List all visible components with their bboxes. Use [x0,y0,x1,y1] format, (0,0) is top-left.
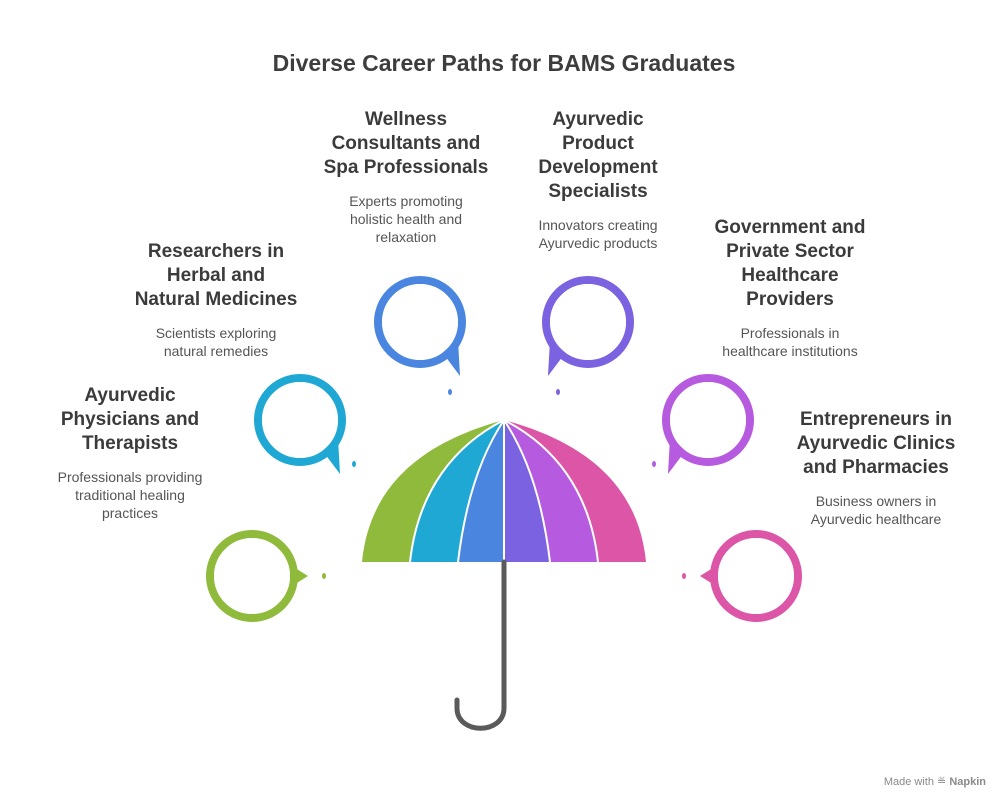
career-heading-2: Researchers in Herbal and Natural Medici… [134,241,298,310]
career-label-1: Ayurvedic Physicians and Therapists Prof… [40,384,220,522]
career-heading-1: Ayurvedic Physicians and Therapists [60,385,200,454]
career-label-3: Wellness Consultants and Spa Professiona… [316,108,496,246]
footer-brand: Napkin [949,776,986,788]
canopy-segment-4 [504,420,550,562]
canopy-segment-5 [504,420,598,562]
speech-bubble-icon [206,530,326,622]
career-description-4: Innovators creating Ayurvedic products [538,217,658,251]
career-heading-4: Ayurvedic Product Development Specialist… [538,109,658,202]
career-description-1: Professionals providing traditional heal… [57,469,203,521]
umbrella-handle [454,559,507,731]
canopy-segment-3 [458,420,504,562]
footer-credit: Made with ≝ Napkin [884,775,986,788]
career-label-6: Entrepreneurs in Ayurvedic Clinics and P… [778,408,974,528]
career-label-2: Researchers in Herbal and Natural Medici… [126,240,306,360]
page-title: Diverse Career Paths for BAMS Graduates [272,50,736,76]
connector-dot [352,461,356,467]
canopy-segment-1 [362,420,504,562]
umbrella-canopy [362,420,646,562]
canopy-segment-6 [504,420,646,562]
career-heading-5: Government and Private Sector Healthcare… [714,217,866,310]
canopy-ribs [409,419,599,563]
career-description-5: Professionals in healthcare institutions [722,325,858,359]
connector-dot [556,389,560,395]
connector-dot [652,461,656,467]
career-heading-6: Entrepreneurs in Ayurvedic Clinics and P… [796,409,956,478]
speech-bubble-icon [682,530,802,622]
career-description-3: Experts promoting holistic health and re… [349,193,463,245]
connector-dot [682,573,686,579]
connector-dot [322,573,326,579]
speech-bubble-icon [254,374,356,474]
speech-bubble-icon [542,276,634,395]
canopy-segment-2 [410,420,504,562]
career-label-5: Government and Private Sector Healthcare… [700,216,880,360]
speech-bubble-icon [374,276,466,395]
connector-dot [448,389,452,395]
career-label-4: Ayurvedic Product Development Specialist… [508,108,688,252]
career-heading-3: Wellness Consultants and Spa Professiona… [323,109,489,178]
napkin-logo-icon: ≝ [937,776,947,788]
career-description-2: Scientists exploring natural remedies [155,325,277,359]
career-description-6: Business owners in Ayurvedic healthcare [810,493,942,527]
footer-made-with: Made with [883,776,934,788]
speech-bubble-icon [652,374,754,474]
